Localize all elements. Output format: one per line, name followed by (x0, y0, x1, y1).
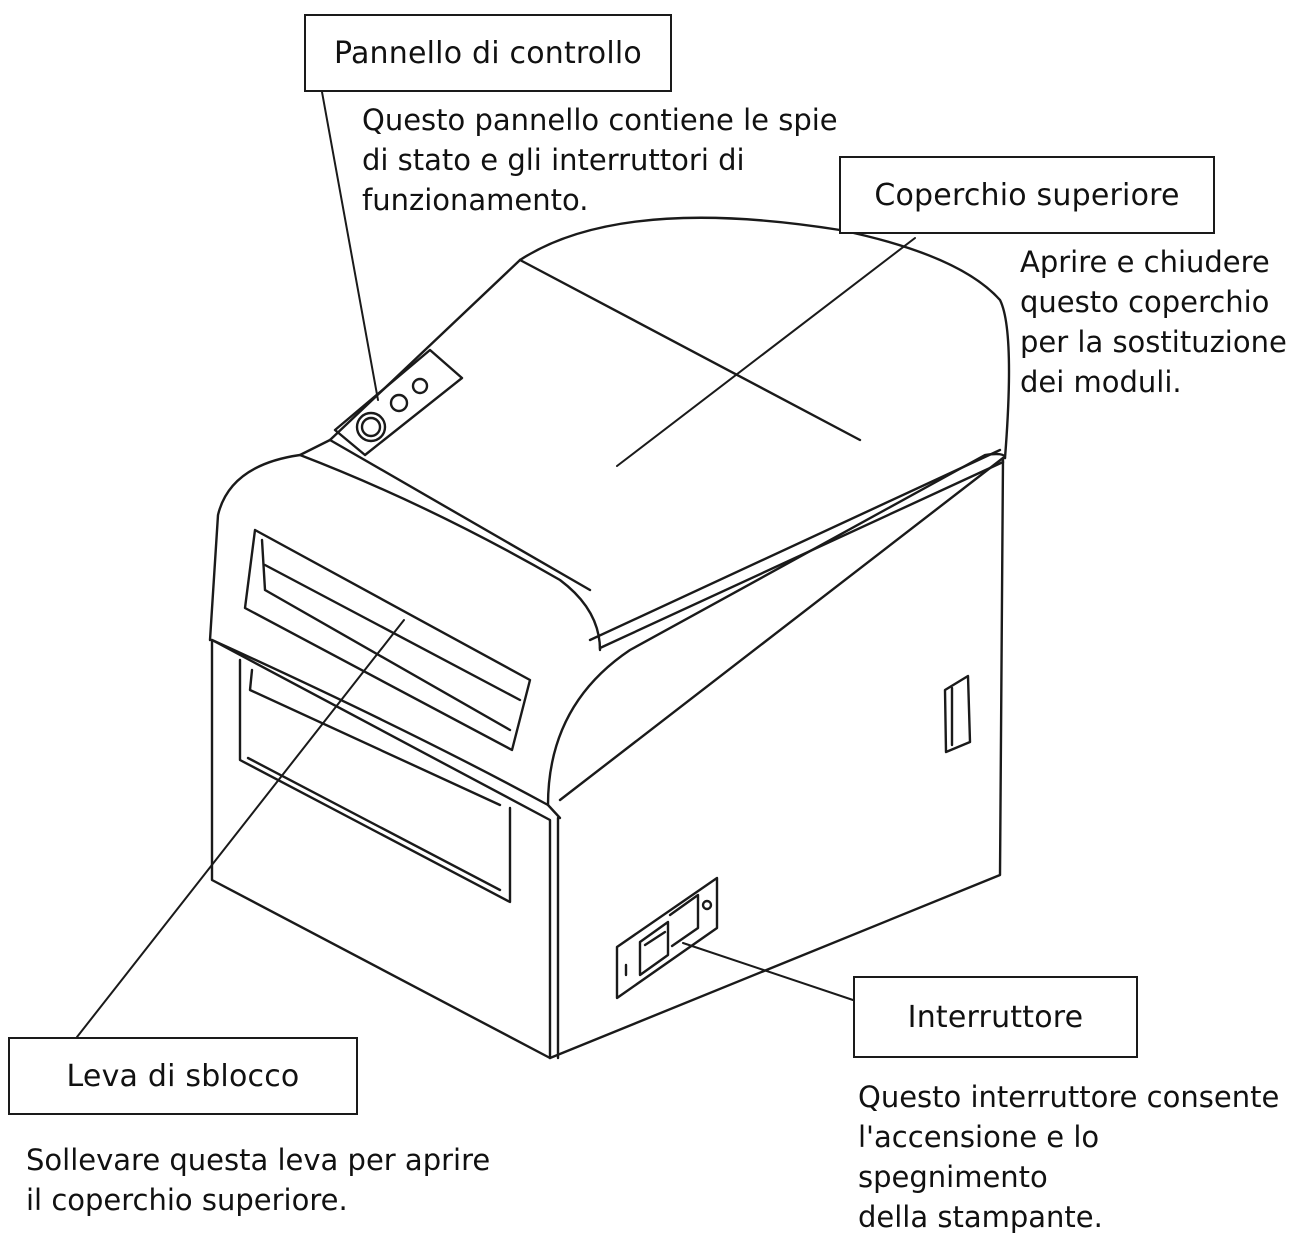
leader-line-release-lever (76, 619, 405, 1038)
printer-illustration (208, 216, 1011, 1060)
control-panel-description: Questo pannello contiene le spie di stat… (362, 103, 838, 217)
control-panel-label-box: Pannello di controllo (304, 14, 672, 92)
top-cover-title: Coperchio superiore (874, 177, 1180, 213)
top-cover-label-box: Coperchio superiore (839, 156, 1215, 234)
release-lever-title: Leva di sblocco (66, 1058, 300, 1094)
power-switch-description: Questo interruttore consente l'accension… (858, 1080, 1280, 1234)
leader-line-top-cover (616, 237, 916, 467)
leader-line-power-switch (682, 942, 854, 1001)
release-lever-description: Sollevare questa leva per aprire il cope… (26, 1143, 491, 1217)
leader-line-control-panel (321, 91, 379, 401)
power-switch-title: Interruttore (907, 999, 1084, 1035)
leader-lines (76, 91, 916, 1038)
top-cover-description: Aprire e chiudere questo coperchio per l… (1020, 245, 1287, 399)
control-panel-title: Pannello di controllo (334, 35, 642, 71)
release-lever-label-box: Leva di sblocco (8, 1037, 358, 1115)
power-switch-label-box: Interruttore (853, 976, 1138, 1058)
